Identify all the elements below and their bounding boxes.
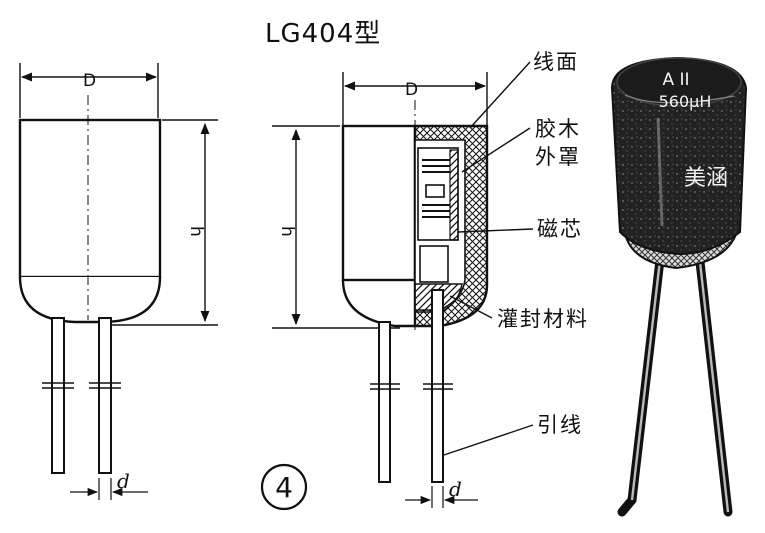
leader-bakelite — [461, 127, 531, 173]
section-view — [272, 61, 534, 508]
leader-core — [457, 228, 534, 233]
left-h-label: h — [186, 226, 206, 237]
section-small-d-label: d — [449, 477, 462, 501]
photo-lead-left — [617, 255, 665, 517]
callout-lead: 引线 — [537, 413, 583, 437]
section-body-left — [341, 124, 417, 282]
inductor-photo — [610, 56, 748, 517]
photo-cap-rim — [624, 94, 735, 104]
left-small-d-label: d — [117, 469, 130, 493]
section-dome-left — [341, 279, 415, 328]
callout-potting: 灌封材料 — [497, 307, 589, 331]
photo-marking-line1: A II — [662, 70, 689, 90]
leader-lacquer — [469, 61, 531, 129]
photo-logo: 美涵 — [684, 166, 728, 191]
photo-lead-right-highlight — [698, 261, 730, 513]
callout-lacquer: 线面 — [533, 50, 579, 74]
left-body-dome — [18, 276, 162, 324]
left-view — [18, 63, 218, 500]
section-lead-2 — [431, 289, 444, 483]
leader-lead — [443, 424, 534, 456]
figure-number: 4 — [275, 471, 293, 504]
photo-top-cap — [616, 57, 742, 107]
section-d-label: D — [405, 80, 418, 100]
core-side — [449, 149, 459, 241]
left-lead-1 — [51, 317, 65, 474]
figure-title: LG404型 — [265, 19, 381, 49]
section-lead-1 — [378, 321, 391, 483]
left-lead-2 — [98, 317, 112, 474]
callout-core: 磁芯 — [537, 217, 583, 241]
callout-bakelite-line1: 胶木 — [535, 117, 581, 141]
photo-marking-line2: 560μH — [659, 92, 712, 111]
figure-number-circle — [260, 463, 308, 511]
photo-highlight — [656, 117, 664, 227]
photo-lead-left-highlight — [630, 259, 662, 501]
leader-potting — [449, 295, 493, 319]
left-body-rect — [18, 118, 162, 279]
callout-bakelite-line2: 外罩 — [535, 145, 581, 169]
section-h-label: h — [277, 226, 297, 237]
core-block — [419, 245, 449, 283]
core-slot — [425, 184, 445, 198]
left-d-label: D — [83, 71, 96, 91]
figure-number-badge: 4 — [260, 463, 308, 511]
